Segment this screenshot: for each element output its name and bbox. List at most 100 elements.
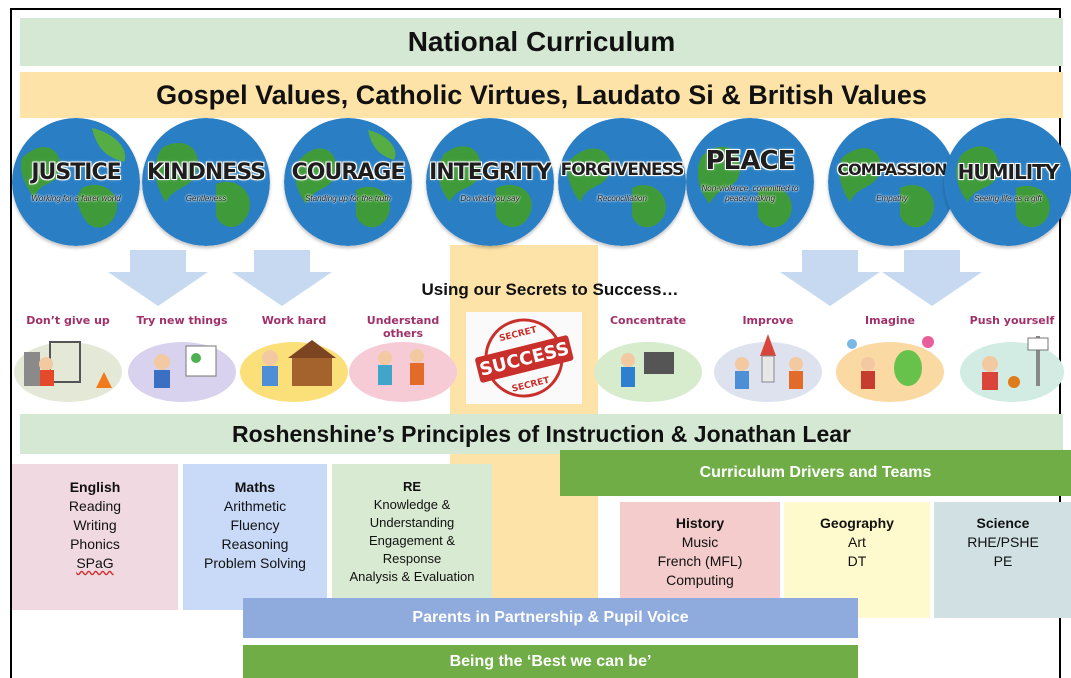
re-box: RE Knowledge & Understanding Engagement … [332, 464, 492, 610]
globe-forgiveness: FORGIVENESS Reconciliation [558, 118, 686, 246]
re-line: Analysis & Evaluation [349, 569, 475, 584]
science-line: PE [993, 553, 1013, 569]
secret-label: Imagine [865, 314, 915, 327]
secret-label: Work hard [261, 314, 327, 327]
english-line: Phonics [70, 536, 120, 552]
globe-justice: JUSTICE Working for a fairer world [12, 118, 140, 246]
success-stamp-icon: SUCCESS SECRET SECRET [466, 312, 582, 404]
principles-title: Roshenshine’s Principles of Instruction … [232, 420, 851, 447]
child-building-icon [240, 340, 348, 402]
english-title: English [69, 479, 121, 495]
secret-tile-success: SUCCESS SECRET SECRET [466, 312, 582, 404]
virtue-subtitle: Empathy [876, 194, 908, 203]
re-line: Knowledge & [373, 497, 451, 512]
globe-humility: HUMILITY Seeing life as a gift [944, 118, 1071, 246]
geography-box: Geography Art DT [784, 502, 930, 618]
virtue-word: KINDNESS [146, 160, 266, 185]
virtue-subtitle: Do what you say [460, 194, 520, 203]
maths-line: Problem Solving [204, 555, 306, 571]
child-computer-icon [594, 342, 702, 402]
arrow-down-3 [780, 250, 880, 306]
globe-compassion: COMPASSION Empathy [828, 118, 956, 246]
secret-label: Improve [742, 314, 794, 327]
history-title: History [675, 515, 725, 531]
parents-banner: Parents in Partnership & Pupil Voice [243, 598, 858, 638]
history-box: History Music French (MFL) Computing [620, 502, 780, 610]
secret-label: Concentrate [609, 314, 687, 327]
virtue-word: COURAGE [291, 160, 406, 185]
science-box: Science RHE/PSHE PE [934, 502, 1071, 618]
geography-line: DT [847, 553, 867, 569]
arrow-down-2 [232, 250, 332, 306]
children-together-icon [349, 342, 457, 402]
english-line: SPaG [76, 555, 114, 571]
secret-tile-imagine: Imagine [832, 312, 948, 404]
drivers-banner: Curriculum Drivers and Teams [560, 450, 1071, 496]
earth-icon [284, 118, 412, 246]
virtue-subtitle: Seeing life as a gift [974, 194, 1042, 203]
geography-line: Art [848, 534, 866, 550]
secret-tile-understand-others: Understand others [345, 312, 461, 404]
virtue-word: COMPASSION [837, 160, 947, 179]
virtue-word: JUSTICE [31, 160, 121, 185]
virtue-word: PEACE [705, 146, 796, 176]
science-line: RHE/PSHE [967, 534, 1039, 550]
arrow-down-1 [108, 250, 208, 306]
virtue-subtitle: Non-violence, committed to peace making [701, 184, 799, 203]
earth-icon [558, 118, 686, 246]
best-title: Being the ‘Best we can be’ [449, 652, 652, 670]
best-banner: Being the ‘Best we can be’ [243, 645, 858, 678]
globe-courage: COURAGE Standing up for the truth [284, 118, 412, 246]
re-line: Response [382, 551, 442, 566]
earth-icon [426, 118, 554, 246]
values-banner: Gospel Values, Catholic Virtues, Laudato… [20, 72, 1063, 118]
secret-tile-try-new-things: Try new things [124, 312, 240, 404]
secret-label: Understand others [366, 314, 440, 340]
child-painting-icon [128, 342, 236, 402]
maths-line: Reasoning [221, 536, 289, 552]
english-line: Reading [68, 498, 122, 514]
virtue-subtitle: Gentleness [185, 194, 227, 203]
history-line: Music [681, 534, 719, 550]
secrets-heading: Using our Secrets to Success… [421, 280, 679, 299]
secret-tile-work-hard: Work hard [236, 312, 352, 404]
maths-line: Arithmetic [223, 498, 287, 514]
secret-label: Try new things [136, 314, 228, 327]
child-dragon-icon [836, 336, 944, 402]
child-rocket-icon [714, 334, 822, 402]
values-title: Gospel Values, Catholic Virtues, Laudato… [156, 79, 927, 110]
national-curriculum-banner: National Curriculum [20, 18, 1063, 66]
secret-label: Push yourself [969, 314, 1055, 327]
re-title: RE [402, 479, 422, 494]
english-box: English Reading Writing Phonics SPaG [12, 464, 178, 610]
drivers-title: Curriculum Drivers and Teams [699, 464, 932, 481]
virtue-subtitle: Reconciliation [597, 194, 647, 203]
secret-label: Don’t give up [26, 314, 110, 327]
national-curriculum-title: National Curriculum [407, 26, 676, 57]
earth-icon [686, 118, 814, 246]
english-line: Writing [73, 517, 117, 533]
secret-tile-concentrate: Concentrate [590, 312, 706, 404]
principles-banner: Roshenshine’s Principles of Instruction … [20, 414, 1063, 454]
secret-tile-push-yourself: Push yourself [956, 312, 1068, 404]
globe-integrity: INTEGRITY Do what you say [426, 118, 554, 246]
virtue-word: INTEGRITY [429, 160, 552, 185]
maths-box: Maths Arithmetic Fluency Reasoning Probl… [183, 464, 327, 610]
earth-icon [828, 118, 956, 246]
re-line: Understanding [369, 515, 455, 530]
virtue-word: FORGIVENESS [560, 160, 685, 180]
secret-tile-improve: Improve [710, 312, 826, 404]
secret-tile-dont-give-up: Don’t give up [10, 312, 126, 404]
maths-line: Fluency [230, 517, 280, 533]
maths-title: Maths [234, 479, 276, 495]
history-line: Computing [666, 572, 734, 588]
virtue-subtitle: Working for a fairer world [31, 194, 121, 203]
parents-title: Parents in Partnership & Pupil Voice [412, 609, 689, 626]
earth-icon [12, 118, 140, 246]
earth-icon [944, 118, 1071, 246]
child-playing-icon [14, 341, 122, 402]
arrow-down-4 [882, 250, 982, 306]
globe-peace: PEACE Non-violence, committed to peace m… [686, 118, 814, 246]
virtue-word: HUMILITY [957, 160, 1060, 184]
science-title: Science [976, 515, 1030, 531]
